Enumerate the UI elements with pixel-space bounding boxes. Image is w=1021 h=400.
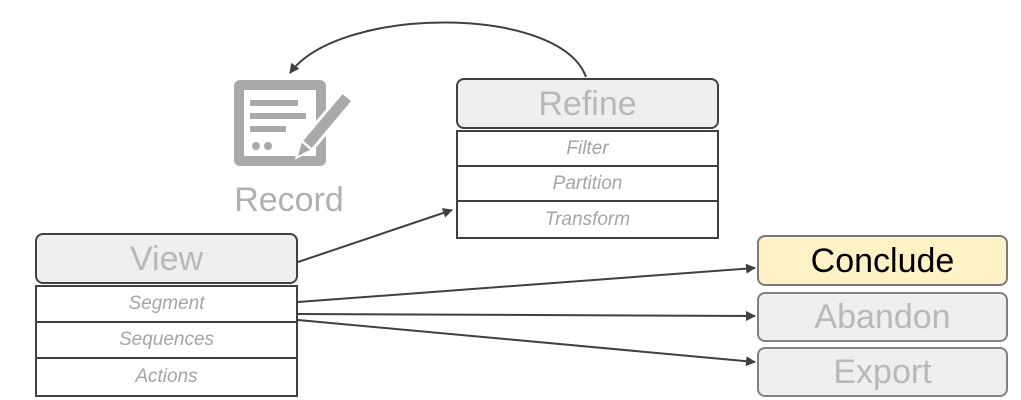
refine-item-transform[interactable]: Transform: [544, 208, 631, 230]
refine-item-filter[interactable]: Filter: [458, 132, 717, 167]
view-header[interactable]: View: [35, 233, 298, 284]
record-document-pen-icon: [234, 80, 352, 166]
view-options: Segment Sequences Actions: [35, 285, 298, 397]
arrow-refine-to-record: [289, 21, 587, 78]
export-button[interactable]: Export: [757, 347, 1008, 397]
view-item-segment[interactable]: Segment: [37, 287, 296, 323]
abandon-button[interactable]: Abandon: [757, 292, 1008, 342]
refine-header[interactable]: Refine: [456, 78, 719, 129]
conclude-button[interactable]: Conclude: [757, 235, 1008, 286]
view-item-sequences[interactable]: Sequences: [37, 323, 296, 359]
record-label: Record: [234, 181, 344, 219]
arrow-view-to-refine: [297, 208, 453, 263]
arrow-segment-to-conclude: [297, 263, 756, 303]
arrow-to-abandon: [297, 310, 756, 321]
view-item-actions[interactable]: Actions: [135, 366, 198, 387]
refine-options: Filter Partition Transform: [456, 130, 719, 239]
arrow-to-export: [297, 319, 756, 367]
refine-item-partition[interactable]: Partition: [458, 167, 717, 202]
